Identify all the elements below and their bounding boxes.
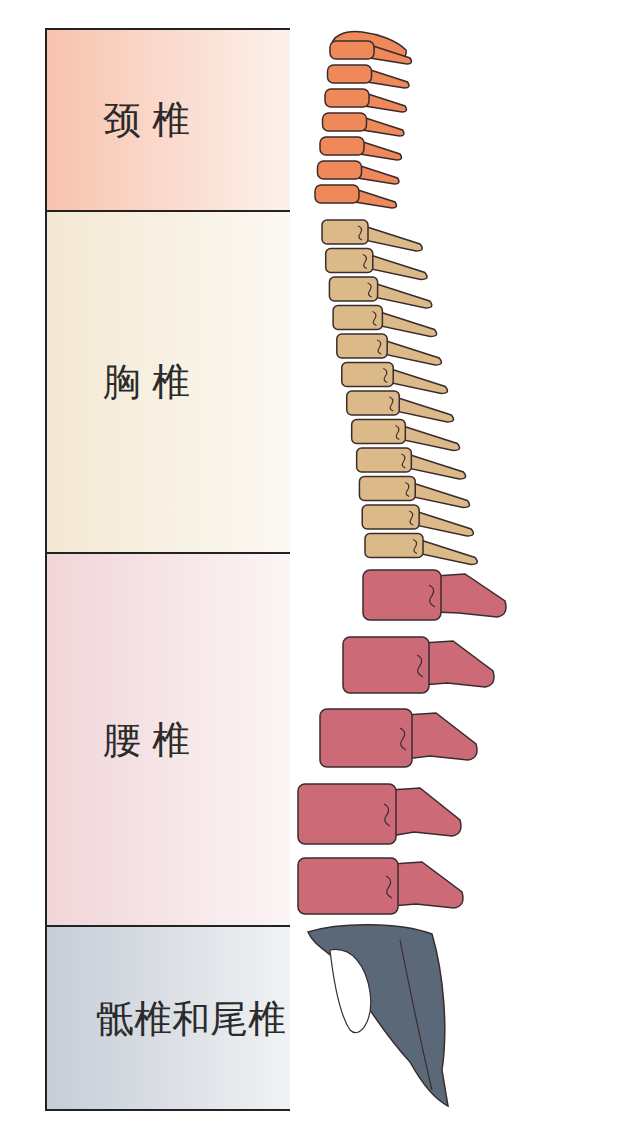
facet-mark xyxy=(409,511,413,525)
sacrum-shape xyxy=(308,925,448,1106)
spinous-process xyxy=(370,45,411,64)
spinous-process xyxy=(435,574,506,617)
facet-mark xyxy=(368,283,372,297)
facet-mark xyxy=(429,585,435,607)
spinous-process xyxy=(401,426,459,451)
region-band: 骶椎和尾椎 xyxy=(45,925,290,1111)
spinous-process xyxy=(369,255,427,280)
region-label: 胸椎 xyxy=(103,360,202,406)
spinous-process xyxy=(419,540,477,565)
vertebral-body xyxy=(326,249,373,273)
vertebral-body xyxy=(320,137,364,155)
vertebral-body xyxy=(320,709,412,767)
spinous-process xyxy=(364,226,422,251)
vertebral-body xyxy=(352,420,406,444)
vertebral-body xyxy=(298,784,396,844)
vertebral-body xyxy=(343,637,429,693)
region-band: 胸椎 xyxy=(45,210,290,552)
thoracic-vertebrae xyxy=(322,220,477,565)
spinous-process xyxy=(392,862,463,908)
facet-mark xyxy=(363,255,367,269)
spinous-process xyxy=(415,511,473,536)
spinous-process xyxy=(368,69,409,88)
vertebral-body xyxy=(365,534,423,558)
spinous-process xyxy=(383,340,441,365)
facet-mark xyxy=(417,655,423,677)
facet-mark xyxy=(386,876,392,898)
region-label: 颈椎 xyxy=(103,98,202,144)
spinous-process xyxy=(407,454,465,479)
vertebral-body xyxy=(342,363,393,387)
spinous-process xyxy=(363,117,404,136)
vertebral-body xyxy=(329,277,377,301)
facet-mark xyxy=(395,426,399,440)
sacrum-highlight xyxy=(330,949,371,1032)
facet-mark xyxy=(389,397,393,411)
vertebral-body xyxy=(323,113,367,131)
sacrum-coccyx xyxy=(308,925,448,1106)
spinous-process xyxy=(378,312,436,337)
spinous-process xyxy=(355,189,396,208)
vertebral-body xyxy=(363,570,441,620)
region-label: 骶椎和尾椎 xyxy=(96,997,286,1043)
spinous-process xyxy=(411,483,469,508)
spinous-process xyxy=(374,283,432,308)
vertebral-body xyxy=(347,391,400,415)
facet-mark xyxy=(401,454,405,468)
vertebral-body xyxy=(330,41,374,59)
spinous-process xyxy=(395,397,453,422)
vertebral-body xyxy=(322,220,368,244)
region-band: 颈椎 xyxy=(45,28,290,210)
vertebral-body xyxy=(328,65,372,83)
vertebral-body xyxy=(359,477,415,501)
region-label: 腰椎 xyxy=(103,718,202,764)
facet-mark xyxy=(358,226,362,240)
facet-mark xyxy=(377,340,381,354)
facet-mark xyxy=(383,369,387,383)
vertebral-body xyxy=(337,334,387,358)
spinous-process xyxy=(365,93,406,112)
cervical-vertebrae xyxy=(315,32,411,208)
facet-mark xyxy=(400,728,406,750)
spinous-process xyxy=(389,369,447,394)
vertebral-body xyxy=(357,448,412,472)
facet-mark xyxy=(384,804,390,826)
facet-mark xyxy=(413,540,417,554)
facet-mark xyxy=(405,483,409,497)
spinous-process xyxy=(423,641,494,687)
vertebral-body xyxy=(333,306,382,330)
region-band: 腰椎 xyxy=(45,552,290,925)
vertebral-body xyxy=(315,185,359,203)
spinous-process xyxy=(360,141,401,160)
vertebral-body xyxy=(318,161,362,179)
spinous-process xyxy=(358,165,399,184)
vertebral-body xyxy=(298,858,398,914)
sacrum-ridge xyxy=(400,940,432,1090)
lumbar-vertebrae xyxy=(298,570,506,914)
facet-mark xyxy=(372,312,376,326)
vertebral-body xyxy=(362,505,419,529)
spinous-process xyxy=(406,713,477,760)
vertebral-body xyxy=(325,89,369,107)
spinous-process xyxy=(390,788,461,836)
